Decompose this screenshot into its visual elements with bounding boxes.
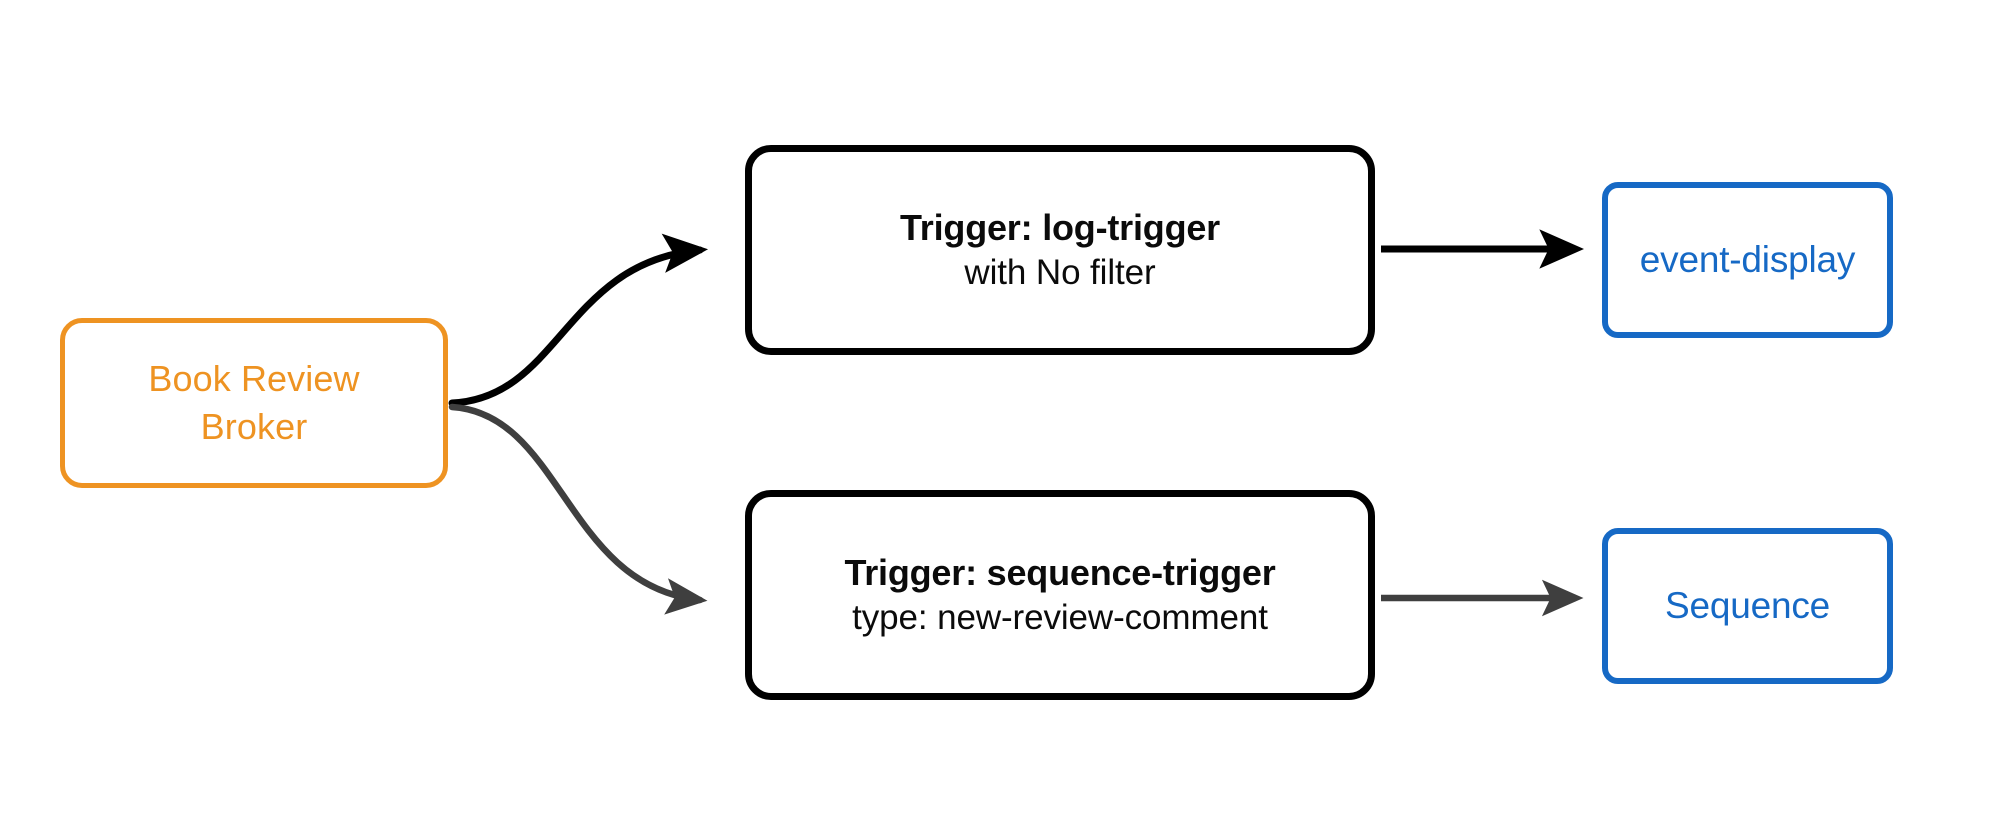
node-sink-sequence[interactable]: Sequence [1602,528,1893,684]
node-trigger-log-trigger[interactable]: Trigger: log-trigger with No filter [745,145,1375,355]
edge-broker-to-log-trigger [448,233,709,407]
trigger-log-subtitle: with No filter [964,252,1156,292]
broker-label-line-2: Broker [200,406,308,447]
node-book-review-broker[interactable]: Book Review Broker [60,318,448,488]
broker-label-line-1: Book Review [148,358,360,400]
trigger-sequence-subtitle: type: new-review-comment [852,597,1268,637]
trigger-sequence-title: Trigger: sequence-trigger [844,551,1276,593]
trigger-log-title: Trigger: log-trigger [899,206,1220,248]
sink-event-display-label: event-display [1639,238,1856,280]
sink-sequence-label: Sequence [1664,584,1831,626]
node-trigger-sequence-trigger[interactable]: Trigger: sequence-trigger type: new-revi… [745,490,1375,700]
node-sink-event-display[interactable]: event-display [1602,182,1893,338]
edge-broker-to-sequence-trigger [448,403,708,615]
